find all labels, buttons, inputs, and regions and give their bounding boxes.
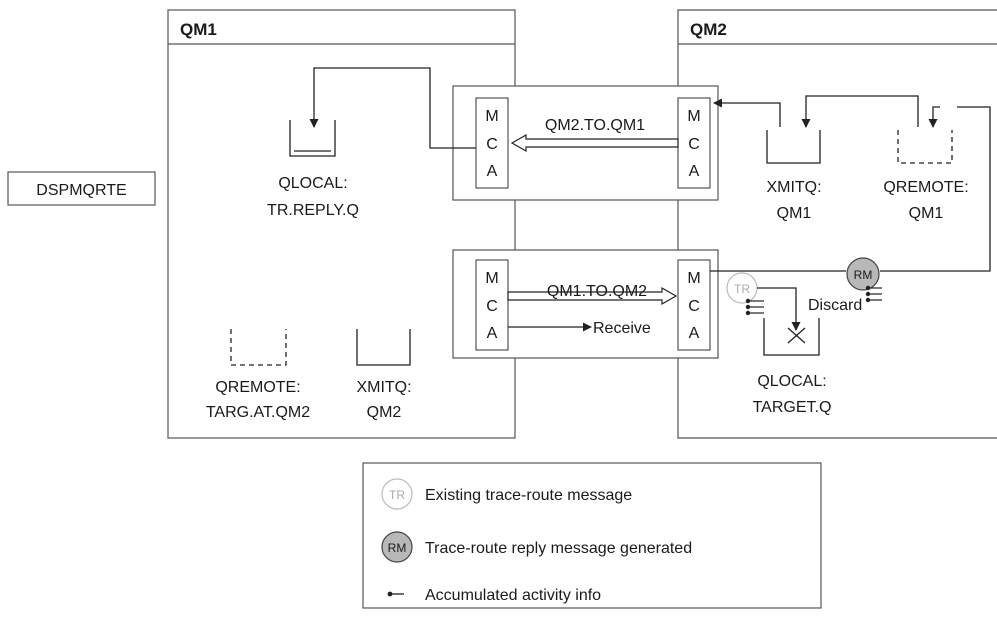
channel-group-qm2-to-qm1: M C A M C A QM2.TO.QM1 — [452, 85, 719, 201]
receive-label: Receive — [593, 320, 651, 337]
mca-letter: C — [688, 298, 700, 315]
mca-letter: A — [487, 163, 498, 180]
rm-badge-label: RM — [854, 268, 873, 282]
mca-qm1-receiver — [475, 97, 509, 189]
queue-type-label: XMITQ: — [766, 179, 821, 196]
channel-name-qm2-to-qm1: QM2.TO.QM1 — [545, 117, 645, 134]
discard-label: Discard — [808, 297, 862, 314]
queue-type-label: QREMOTE: — [883, 179, 968, 196]
queue-type-label: XMITQ: — [356, 379, 411, 396]
reply-flow-lines — [309, 67, 991, 272]
rm-legend-icon — [381, 531, 413, 563]
mca-letter: C — [688, 136, 700, 153]
qm2-box: QM2 — [677, 9, 997, 439]
mca-letter: M — [485, 270, 498, 287]
mca-letter: M — [687, 270, 700, 287]
queue-qremote-targ-at-qm2: QREMOTE: TARG.AT.QM2 — [206, 329, 310, 421]
dspmqrte-box: DSPMQRTE — [7, 171, 156, 206]
mca-letter: C — [486, 136, 498, 153]
channel-group-qm1-to-qm2: M C A M C A QM1.TO.QM2 Receive — [452, 249, 719, 359]
mca-qm2-receiver — [677, 259, 711, 351]
queue-name-label: TR.REPLY.Q — [267, 202, 359, 219]
channel-name-qm1-to-qm2: QM1.TO.QM2 — [547, 283, 647, 300]
queue-type-label: QLOCAL: — [757, 373, 826, 390]
queue-type-label: QLOCAL: — [278, 175, 347, 192]
queue-name-label: QM1 — [909, 205, 944, 222]
legend-symbol: RM — [388, 541, 407, 555]
queue-qremote-qm1: QREMOTE: QM1 — [883, 130, 969, 222]
queue-name-label: QM2 — [367, 404, 402, 421]
legend-symbol: TR — [389, 488, 405, 502]
mca-letter: A — [689, 325, 700, 342]
legend-item-rm: RM Trace-route reply message generated — [381, 531, 692, 563]
queue-name-label: QM1 — [777, 205, 812, 222]
mca-letter: M — [485, 108, 498, 125]
mca-letter: A — [689, 163, 700, 180]
legend-item-activity: Accumulated activity info — [387, 587, 601, 604]
queue-name-label: TARG.AT.QM2 — [206, 404, 310, 421]
tr-trace-message-icon: TR — [726, 272, 764, 316]
queue-name-label: TARGET.Q — [753, 399, 832, 416]
queue-xmitq-qm1: XMITQ: QM1 — [766, 130, 822, 222]
queue-target-q: QLOCAL: TARGET.Q — [753, 318, 832, 416]
queue-type-label: QREMOTE: — [215, 379, 300, 396]
qm1-title: QM1 — [180, 20, 217, 39]
mca-letter: A — [487, 325, 498, 342]
mca-letter: C — [486, 298, 498, 315]
rm-reply-message-icon: RM — [846, 257, 882, 303]
legend-text: Trace-route reply message generated — [425, 540, 692, 557]
dspmqrte-label: DSPMQRTE — [36, 182, 126, 199]
channel-arrow-qm1-to-qm2 — [507, 286, 678, 306]
qm1-box: QM1 — [167, 9, 516, 439]
legend-text: Accumulated activity info — [425, 587, 601, 604]
tr-legend-icon — [381, 478, 413, 510]
legend-text: Existing trace-route message — [425, 487, 632, 504]
qm2-title: QM2 — [690, 20, 727, 39]
mca-qm1-sender — [475, 259, 509, 351]
channel-arrow-qm2-to-qm1 — [510, 133, 679, 153]
tr-badge-label: TR — [734, 282, 750, 296]
legend: TR Existing trace-route message RM Trace… — [362, 462, 822, 609]
mca-letter: M — [687, 108, 700, 125]
queue-xmitq-qm2: XMITQ: QM2 — [356, 329, 412, 421]
queue-tr-reply-q: QLOCAL: TR.REPLY.Q — [267, 120, 359, 219]
legend-item-tr: TR Existing trace-route message — [381, 478, 632, 510]
discard-path: Discard — [757, 287, 862, 344]
